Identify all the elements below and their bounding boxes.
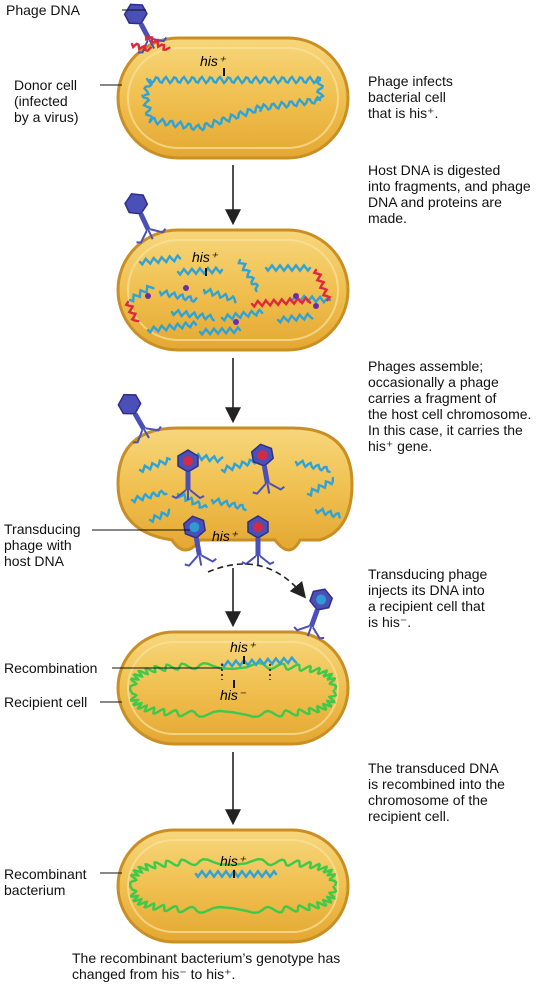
host-dna-fragment <box>306 476 335 498</box>
host-dna-fragment <box>138 456 171 474</box>
gene-label: his⁺ <box>212 528 239 544</box>
protein-dot <box>233 319 239 325</box>
phage-dna-label: Phage DNA <box>6 2 80 18</box>
phage-icon <box>117 393 162 444</box>
recipient-chromosome-loop <box>128 661 338 719</box>
phage-dna-fragment <box>312 268 332 302</box>
host-dna-strand <box>259 95 322 113</box>
gene-label: his⁺ <box>192 249 219 265</box>
caption-step5: The transduced DNA is recombined into th… <box>368 760 505 824</box>
host-dna-strand <box>315 78 325 102</box>
transducing-phage-label: Transducing phage with host DNA <box>4 521 81 569</box>
transducing-phage-icon <box>293 588 334 640</box>
host-dna-fragment <box>148 508 171 524</box>
caption-final: The recombinant bacterium’s genotype has… <box>72 950 341 982</box>
host-dna-fragment <box>237 258 260 293</box>
protein-dot <box>183 285 189 291</box>
inserted-his-dna <box>194 869 278 879</box>
phage-icon <box>250 443 285 495</box>
host-dna-fragment <box>314 507 341 519</box>
host-dna-fragment <box>198 325 242 337</box>
donor-cell <box>116 36 350 160</box>
recipient-chromosome <box>128 655 338 719</box>
host-dna-strand <box>141 94 155 122</box>
host-dna-fragment <box>176 265 224 277</box>
phage-dna-fragment <box>124 300 140 323</box>
host-dna-fragment <box>220 308 264 323</box>
recombination-label: Recombination <box>4 660 98 676</box>
host-dna-fragment <box>170 308 215 322</box>
host-dna-fragment <box>146 319 198 335</box>
phage-icon <box>171 449 205 500</box>
protein-dot <box>293 293 299 299</box>
host-dna-fragment <box>202 287 237 304</box>
host-dna-fragment <box>138 253 182 267</box>
host-dna-fragment <box>158 288 198 304</box>
lysing-cell <box>116 426 354 552</box>
recipient-cell-label: Recipient cell <box>4 694 88 710</box>
host-dna-strand <box>143 77 153 97</box>
host-dna-strand <box>148 116 202 132</box>
host-dna-fragment <box>210 497 247 512</box>
gene-label: his⁺ <box>200 53 227 69</box>
phage-icon <box>124 193 167 244</box>
caption-step3: Phages assemble; occasionally a phage ca… <box>368 358 532 454</box>
phages <box>117 3 334 640</box>
host-dna-strand <box>198 103 262 132</box>
recombinant-cell <box>116 828 350 944</box>
gene-label: his⁻ <box>220 687 247 703</box>
dna-fragments <box>124 253 332 337</box>
host-dna-fragment <box>176 492 208 509</box>
host-dna-fragment <box>294 459 331 474</box>
donor-chromosome <box>141 75 325 132</box>
protein-dot <box>313 303 319 309</box>
caption-step2: Host DNA is digested into fragments, and… <box>368 162 531 226</box>
recombinant-label: Recombinant bacterium <box>4 866 87 898</box>
injection-arrow <box>207 563 307 599</box>
phage-icon <box>123 3 168 54</box>
donor-dna-fragment <box>220 655 298 669</box>
host-dna-fragment <box>276 311 314 325</box>
caption-step4: Transducing phage injects its DNA into a… <box>368 566 488 630</box>
recombinant-chromosome-loop <box>128 857 338 915</box>
protein-dot <box>145 293 151 299</box>
phage-dna-strand <box>130 42 152 53</box>
host-dna-strand <box>148 75 322 85</box>
phage-dna-strand <box>144 34 171 51</box>
host-dna-fragment <box>130 489 168 505</box>
gene-label: his⁺ <box>220 853 247 869</box>
donor-cell-label: Donor cell (infected by a virus) <box>14 77 79 125</box>
gene-label: his⁺ <box>230 639 257 655</box>
caption-step1: Phage infects bacterial cell that is his… <box>368 73 453 121</box>
recombinant-chromosome <box>128 857 338 915</box>
host-dna-fragment <box>264 263 312 273</box>
phage-dna-fragment <box>250 295 312 309</box>
host-dna-fragment <box>220 456 259 474</box>
transducing-phage-icon <box>182 515 217 567</box>
phage-icon <box>241 515 275 566</box>
host-dna-fragment <box>128 284 155 303</box>
